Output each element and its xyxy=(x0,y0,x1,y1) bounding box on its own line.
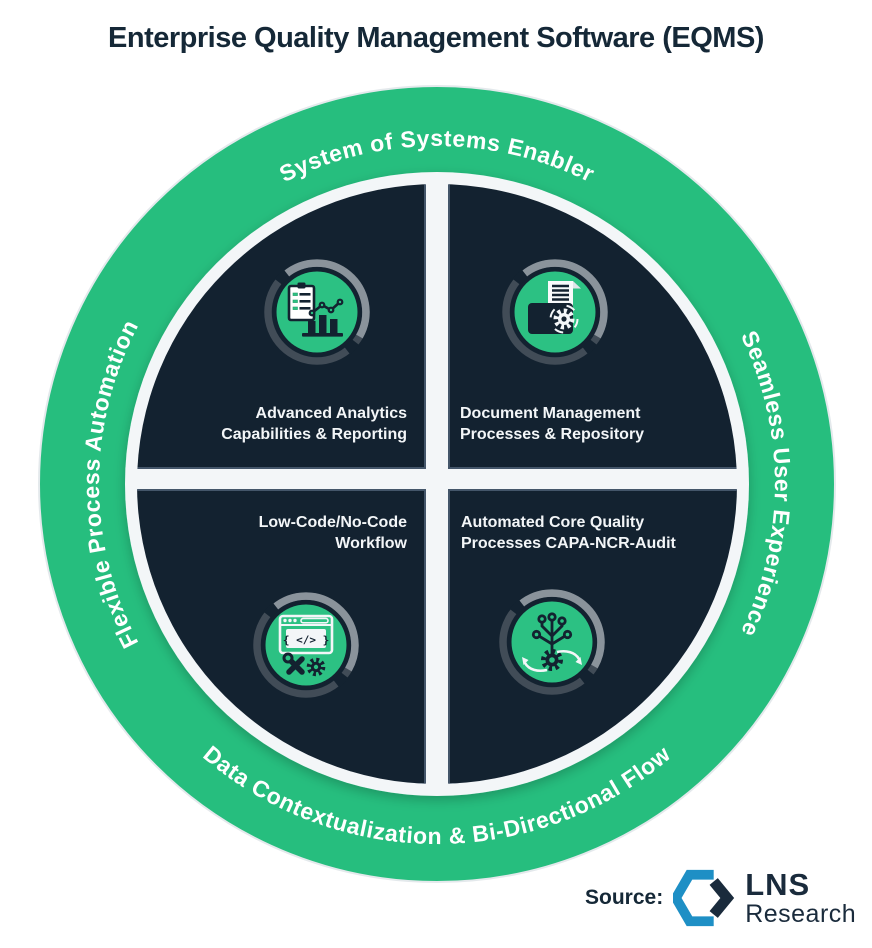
quadrant-label-top-left: Advanced Analytics Capabilities & Report… xyxy=(221,405,407,443)
lns-brand-line1: LNS xyxy=(745,867,811,902)
inner-divider-ring xyxy=(125,172,749,796)
source-label: Source: xyxy=(585,886,664,909)
branch-nodes-gear-icon xyxy=(499,589,605,695)
page-title: Enterprise Quality Management Software (… xyxy=(108,22,764,54)
code-snippet-text: { </> } xyxy=(283,634,329,647)
quadrant-label-top-right: Document Management Processes & Reposito… xyxy=(460,405,645,443)
code-window-tools-icon: { </> } xyxy=(253,592,359,698)
lns-brand-line2: Research xyxy=(745,900,857,928)
lns-logo-icon xyxy=(673,869,735,927)
clipboard-bar-chart-icon xyxy=(264,259,370,365)
quadrant-label-bottom-left: Low-Code/No-Code Workflow xyxy=(258,514,407,552)
quadrant-label-bottom-right: Automated Core Quality Processes CAPA-NC… xyxy=(461,514,676,552)
lns-brand-text: LNS Research xyxy=(745,869,856,927)
source-attribution: Source: LNS Research xyxy=(585,862,856,934)
folder-document-gear-icon xyxy=(502,259,608,365)
